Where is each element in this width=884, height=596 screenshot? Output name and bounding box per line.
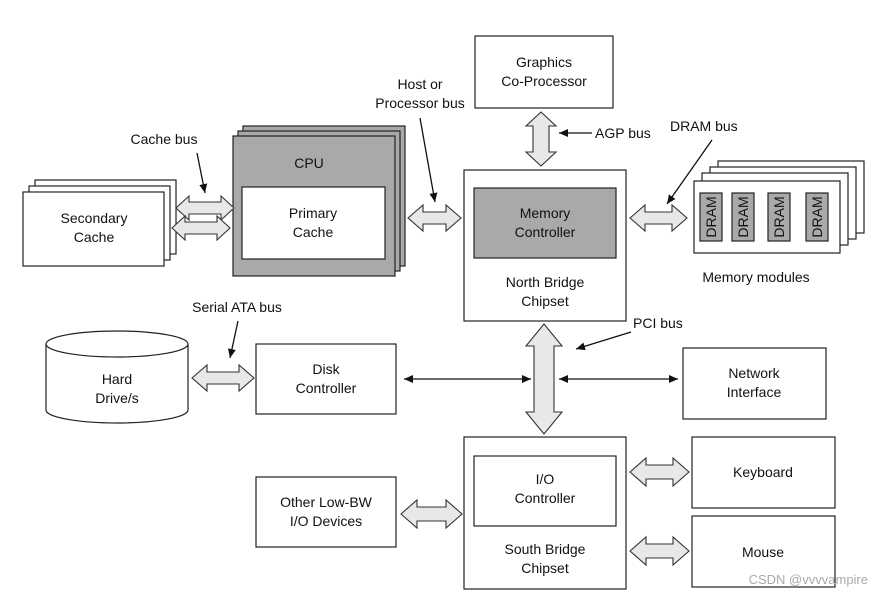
svg-text:Controller: Controller	[515, 490, 576, 506]
serial-ata-pointer	[227, 320, 239, 359]
other-io-arrow	[400, 498, 463, 530]
svg-text:Hard: Hard	[102, 371, 132, 387]
agp-bus-label: AGP bus	[595, 125, 651, 141]
io-controller-box	[473, 455, 617, 527]
hard-drive: Hard Drive/s	[45, 330, 189, 424]
disk-controller-box: Disk Controller	[255, 343, 397, 415]
svg-text:DRAM: DRAM	[771, 196, 787, 237]
host-bus-label-line2: Processor bus	[375, 95, 464, 111]
pci-bus-pointer	[575, 331, 632, 351]
svg-text:Memory: Memory	[520, 205, 571, 221]
cache-bus-arrow-lower	[171, 214, 231, 242]
dram-chip: DRAM	[805, 192, 829, 242]
svg-text:Keyboard: Keyboard	[733, 464, 793, 480]
dram-chip: DRAM	[731, 192, 755, 242]
memory-modules: DRAM DRAM DRAM DRAM Memory modules	[693, 160, 865, 285]
memory-controller-box	[473, 187, 617, 259]
svg-text:I/O Devices: I/O Devices	[290, 513, 362, 529]
svg-text:Drive/s: Drive/s	[95, 390, 139, 406]
svg-text:Secondary: Secondary	[61, 210, 128, 226]
cpu-package: CPU Primary Cache	[232, 125, 406, 277]
svg-text:North Bridge: North Bridge	[506, 274, 585, 290]
svg-text:Cache: Cache	[293, 224, 334, 240]
dram-bus-arrow	[629, 203, 688, 233]
dram-chip: DRAM	[767, 192, 791, 242]
dram-bus-pointer	[666, 139, 713, 205]
host-bus-pointer	[419, 117, 438, 203]
serial-ata-arrow	[191, 363, 255, 393]
svg-text:Other Low-BW: Other Low-BW	[280, 494, 373, 510]
serial-ata-bus-label: Serial ATA bus	[192, 299, 282, 315]
svg-text:Mouse: Mouse	[742, 544, 784, 560]
secondary-cache-box: Secondary Cache	[22, 179, 177, 267]
svg-text:Disk: Disk	[312, 361, 340, 377]
memory-modules-label: Memory modules	[702, 269, 809, 285]
primary-cache-box	[241, 186, 386, 260]
svg-text:Controller: Controller	[296, 380, 357, 396]
south-bridge-chipset: I/O Controller South Bridge Chipset	[463, 436, 627, 590]
keyboard-arrow	[629, 456, 690, 488]
other-io-devices-box: Other Low-BW I/O Devices	[255, 476, 397, 548]
network-interface-box: Network Interface	[682, 347, 827, 420]
cache-bus-pointer	[196, 152, 208, 194]
svg-text:Primary: Primary	[289, 205, 337, 221]
north-bridge-chipset: Memory Controller North Bridge Chipset	[463, 169, 627, 322]
cpu-label: CPU	[294, 155, 324, 171]
keyboard-box: Keyboard	[691, 436, 836, 509]
mouse-box: Mouse	[691, 515, 836, 588]
svg-text:South Bridge: South Bridge	[505, 541, 586, 557]
pci-bus-arrow	[524, 323, 564, 435]
pci-bus-label: PCI bus	[633, 315, 683, 331]
svg-text:DRAM: DRAM	[703, 196, 719, 237]
svg-text:Co-Processor: Co-Processor	[501, 73, 587, 89]
graphics-coprocessor-box: Graphics Co-Processor	[474, 35, 614, 109]
dram-bus-label: DRAM bus	[670, 118, 738, 134]
host-bus-arrow	[407, 203, 462, 233]
watermark: CSDN @vvvvampire	[749, 572, 868, 587]
cache-bus-arrow-upper	[175, 194, 235, 222]
svg-text:Interface: Interface	[727, 384, 782, 400]
dram-chip: DRAM	[699, 192, 723, 242]
mouse-arrow	[629, 535, 690, 567]
cache-bus-label: Cache bus	[131, 131, 198, 147]
svg-text:Controller: Controller	[515, 224, 576, 240]
agp-bus-arrow	[524, 111, 558, 167]
svg-text:Chipset: Chipset	[521, 560, 569, 576]
svg-text:DRAM: DRAM	[735, 196, 751, 237]
svg-text:Network: Network	[728, 365, 780, 381]
svg-text:Cache: Cache	[74, 229, 115, 245]
svg-text:DRAM: DRAM	[809, 196, 825, 237]
host-bus-label-line1: Host or	[397, 76, 442, 92]
svg-text:Chipset: Chipset	[521, 293, 569, 309]
svg-text:Graphics: Graphics	[516, 54, 572, 70]
svg-text:I/O: I/O	[536, 471, 555, 487]
